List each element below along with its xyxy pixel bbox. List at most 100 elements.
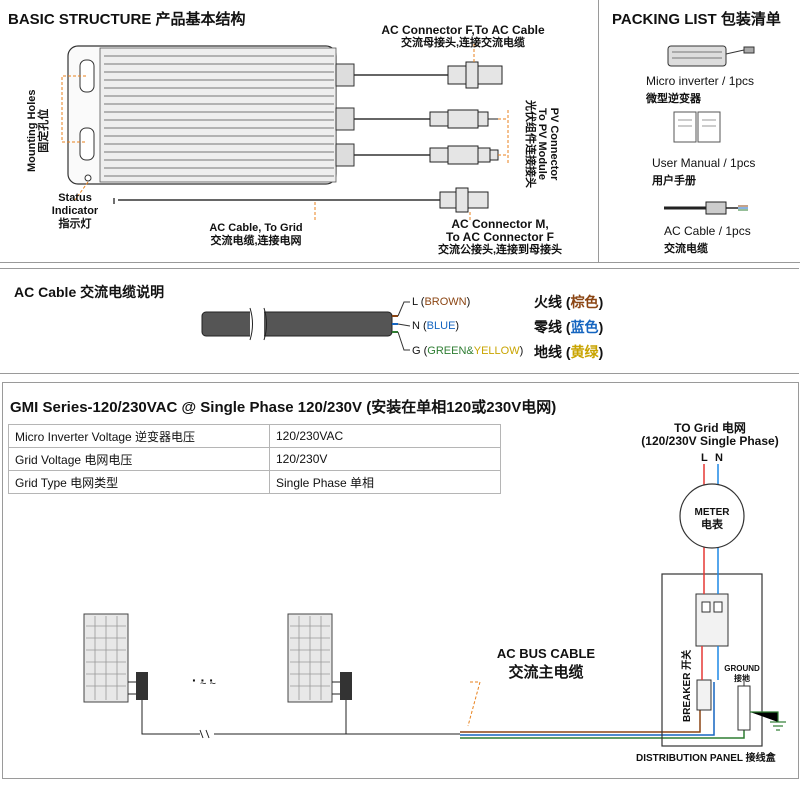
wire-g-cn: 地线 (黄绿) [534, 342, 603, 362]
wire-n-cn-c: ) [598, 319, 604, 335]
to-grid-label: TO Grid 电网 (120/230V Single Phase) [622, 422, 798, 448]
packing-item-qty: / 1pcs [720, 156, 756, 170]
ac-connector-f [447, 61, 503, 89]
ground-en: GROUND [724, 664, 760, 673]
ac-bus-en: AC BUS CABLE [496, 646, 596, 661]
packing-item-name: Micro inverter [646, 74, 719, 88]
ac-cable-icon [664, 201, 748, 215]
wire-g-cn-b: 黄绿 [570, 344, 599, 360]
status-cn: 指示灯 [58, 218, 92, 230]
spec-value: Single Phase 单相 [269, 470, 501, 494]
meter-cn: 电表 [701, 519, 723, 531]
wire-g-cn-a: 地线 ( [534, 344, 571, 360]
gmi-panel [2, 382, 799, 779]
wire-l-prefix: L ( [412, 296, 425, 308]
spec-value: 120/230V [269, 447, 501, 471]
ellipsis-tilde: ~ ~ [200, 678, 216, 690]
packing-item-qty: / 1pcs [715, 224, 751, 238]
ac-connector-m [439, 187, 489, 213]
packing-icons [664, 45, 755, 215]
ac-cable-grid-label: AC Cable, To Grid 交流电缆,连接电网 [196, 222, 316, 248]
micro-inverter-2 [340, 672, 352, 700]
to-grid-title: TO Grid 电网 [674, 421, 746, 435]
pv-connector-1 [429, 109, 500, 129]
ac-connector-f-label: AC Connector F,To AC Cable 交流母接头,连接交流电缆 [368, 24, 558, 50]
status-en-1: Status [58, 192, 92, 204]
inverter-diagram [61, 44, 509, 222]
ellipsis-dots: · · · [192, 672, 214, 688]
ac-connector-f-en: AC Connector F,To AC Cable [381, 23, 545, 37]
packing-item-qty: / 1pcs [718, 74, 755, 88]
wire-l-cn: 火线 (棕色) [534, 292, 603, 312]
wire-g-prefix: G ( [412, 345, 428, 357]
solar-panel-1 [83, 613, 129, 703]
solar-panel-2 [287, 613, 333, 703]
table-row: Grid Voltage 电网电压 120/230V [8, 447, 501, 471]
breaker-label: BREAKER 开关 [682, 649, 693, 722]
ac-cable-panel [0, 268, 799, 374]
pv-connector-en-1: PV Connector [548, 107, 560, 181]
packing-list-title: PACKING LIST 包装清单 [612, 11, 781, 28]
cable-glands [335, 63, 355, 167]
packing-list-panel [598, 0, 800, 263]
wire-g-cn-c: ) [598, 344, 604, 360]
wire-n-cn-b: 蓝色 [570, 319, 599, 335]
ac-connector-m-en-2: To AC Connector F [446, 230, 554, 244]
wire-n-prefix: N ( [412, 320, 427, 332]
ac-connector-f-cn: 交流母接头,连接交流电缆 [400, 37, 526, 49]
packing-item-cn: 用户手册 [652, 175, 696, 187]
spec-key: Grid Type 电网类型 [8, 470, 270, 494]
wire-l-cn-b: 棕色 [570, 294, 599, 310]
mounting-holes-cn: 固定孔位 [38, 108, 50, 153]
user-manual-icon [673, 111, 721, 143]
ac-bus-cn: 交流主电缆 [508, 664, 584, 681]
wire-n-color: BLUE [426, 320, 456, 332]
mounting-holes-en: Mounting Holes [26, 89, 38, 173]
inverter-body [67, 45, 337, 185]
wire-g-suffix: ) [519, 345, 524, 357]
packing-item-ac-cable: AC Cable / 1pcs 交流电缆 [664, 222, 751, 256]
basic-structure-title: BASIC STRUCTURE 产品基本结构 [8, 11, 246, 28]
packing-item-name: AC Cable [664, 224, 716, 238]
ac-connector-m-en-1: AC Connector M, [451, 217, 549, 231]
mounting-holes-label: Mounting Holes 固定孔位 [26, 90, 50, 173]
earth-ground-icon [750, 711, 786, 731]
status-indicator-label: Status Indicator 指示灯 [40, 192, 110, 231]
meter-label: METER 电表 [684, 506, 740, 532]
ground-label: GROUND 接地 [720, 664, 764, 684]
pv-connector-2 [429, 145, 499, 165]
ac-cable-grid-en: AC Cable, To Grid [209, 222, 303, 234]
ac-cable-drawing [201, 301, 411, 351]
wire-g-label: G (GREEN&YELLOW) [412, 345, 523, 358]
wire-l-label: L (BROWN) [412, 296, 470, 309]
wire-l-suffix: ) [466, 296, 471, 308]
to-grid-subtitle: (120/230V Single Phase) [641, 434, 779, 448]
wire-l-color: BROWN [424, 296, 467, 308]
gmi-wiring-diagram [83, 464, 786, 747]
ground-cn: 接地 [734, 674, 750, 683]
ac-bus-cable-label: AC BUS CABLE 交流主电缆 [486, 646, 606, 682]
meter-en: METER [694, 507, 730, 518]
wire-l-cn-c: ) [598, 294, 604, 310]
distribution-panel-label: DISTRIBUTION PANEL 接线盒 [636, 753, 776, 764]
micro-inverter-icon [667, 45, 755, 67]
pv-connector-cn: 光伏组件连接接头 [524, 100, 536, 188]
status-en-2: Indicator [51, 205, 99, 217]
ac-cable-title: AC Cable 交流电缆说明 [14, 284, 165, 300]
ac-connector-m-cn: 交流公接头,连接到母接头 [437, 244, 563, 256]
packing-item-micro-inverter: Micro inverter / 1pcs 微型逆变器 [646, 72, 754, 106]
wire-n-suffix: ) [455, 320, 460, 332]
wire-g-color: GREEN&YELLOW [427, 345, 520, 357]
leader-lines [61, 44, 509, 222]
line-n-label: N [715, 452, 723, 464]
wire-n-cn-a: 零线 ( [534, 319, 571, 335]
pv-connector-label: PV Connector To PV Module 光伏组件连接接头 [524, 100, 560, 188]
packing-item-name: User Manual [652, 156, 721, 170]
wire-n-label: N (BLUE) [412, 320, 459, 333]
wire-l-cn-a: 火线 ( [534, 294, 571, 310]
wire-n-cn: 零线 (蓝色) [534, 317, 603, 337]
spec-table: Micro Inverter Voltage 逆变器电压 120/230VAC … [8, 424, 501, 494]
break-marks [199, 729, 210, 739]
micro-inverter-1 [136, 672, 148, 700]
line-l-label: L [701, 452, 708, 464]
